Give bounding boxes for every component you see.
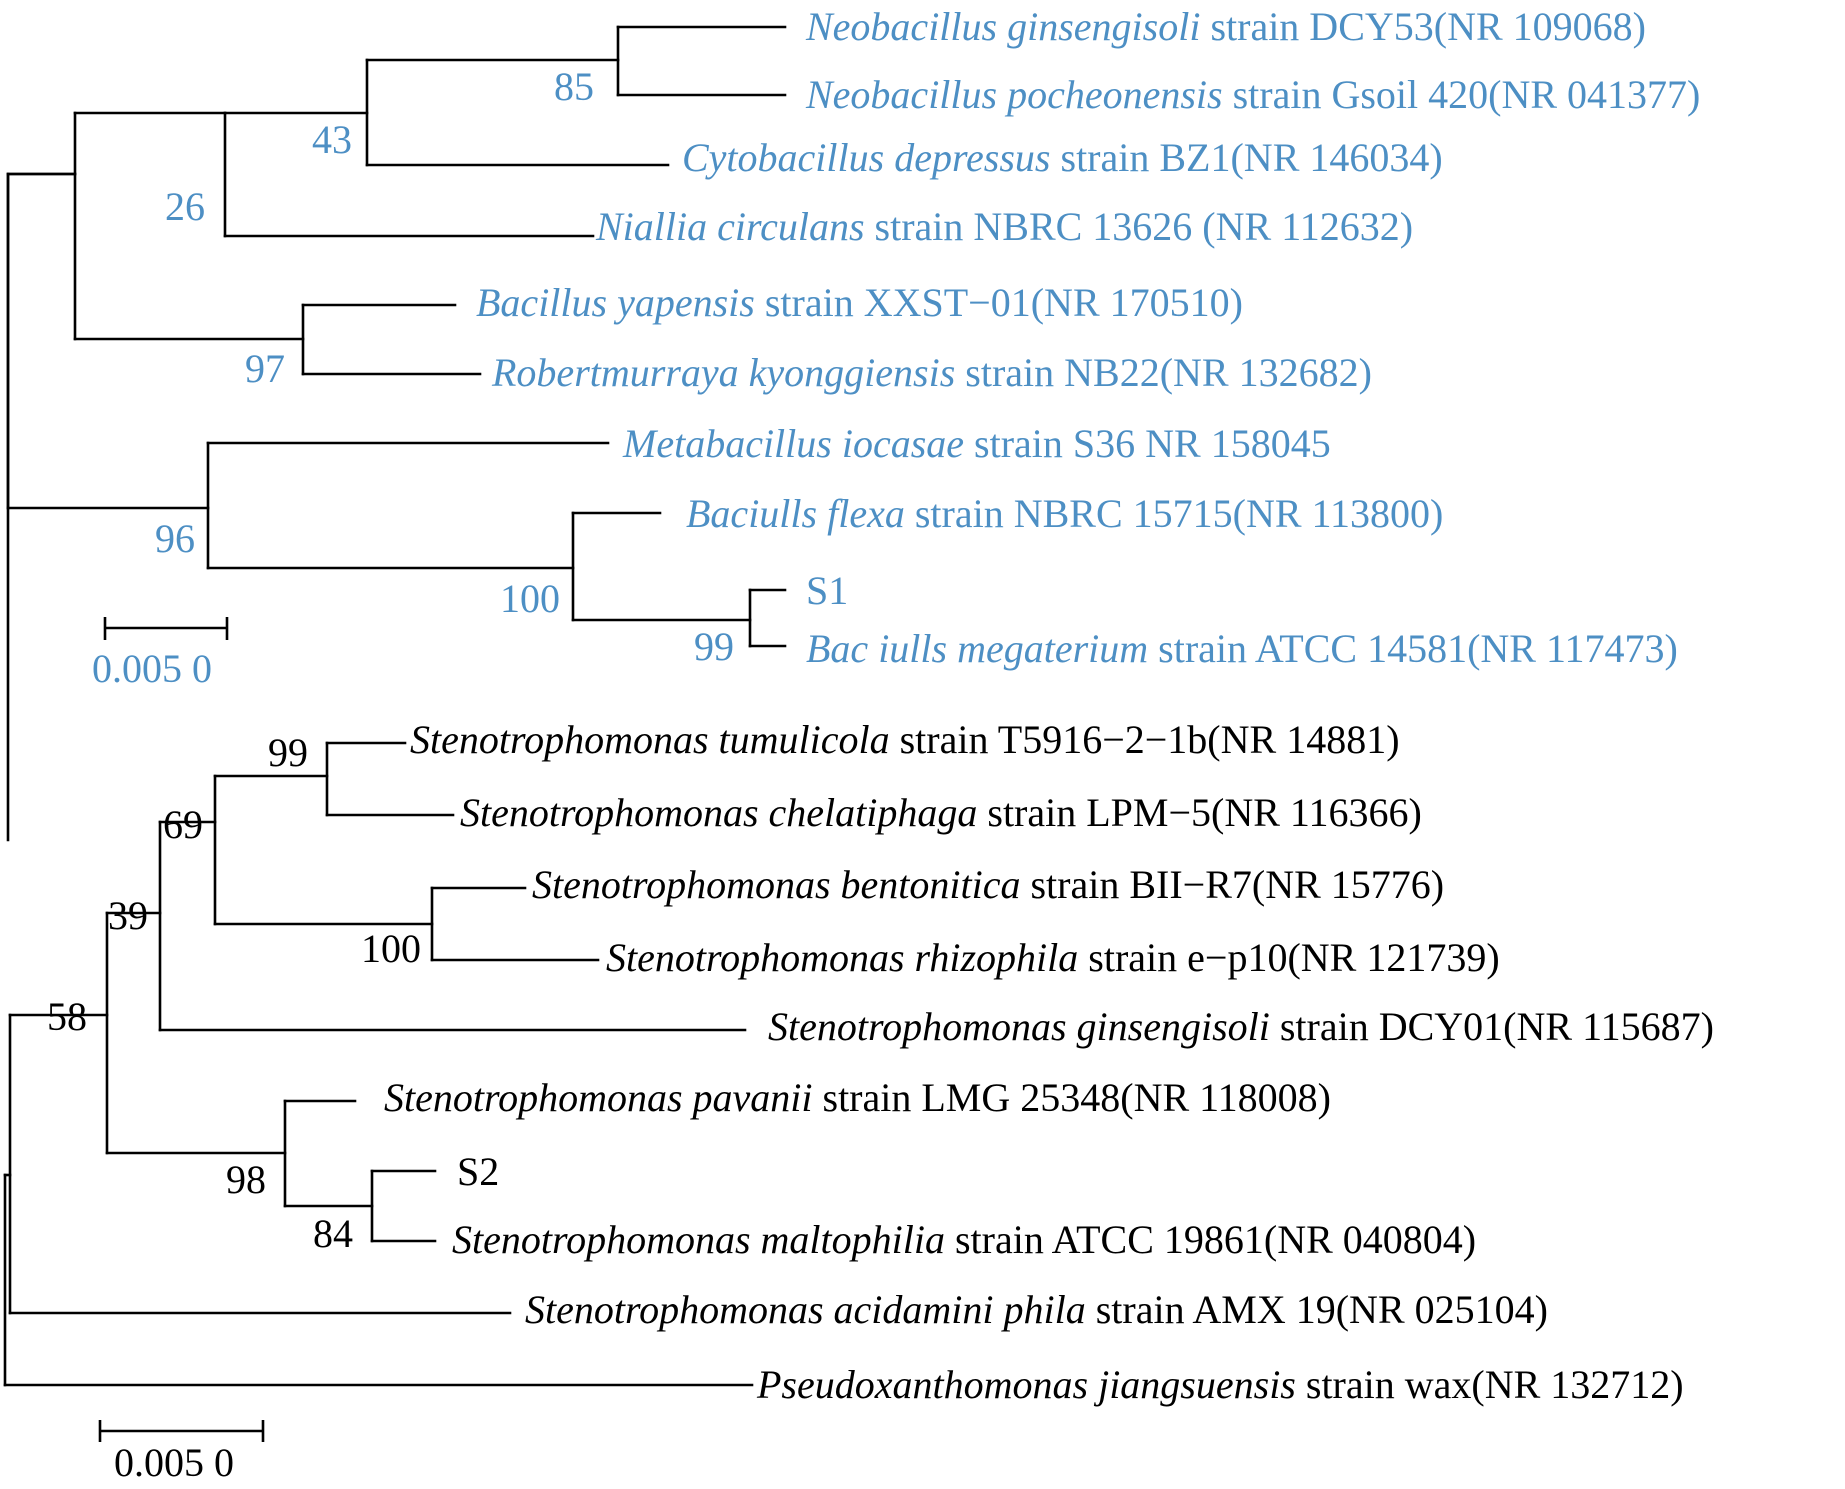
bootstrap-value: 100	[361, 926, 421, 971]
taxon-label: Bac iulls megaterium strain ATCC 14581(N…	[806, 626, 1678, 671]
taxon-label: Stenotrophomonas maltophilia strain ATCC…	[452, 1217, 1476, 1262]
taxon-label: S1	[806, 568, 848, 613]
tree-bottom-stenotrophomonas: Stenotrophomonas tumulicola strain T5916…	[3, 717, 1714, 1485]
tree-bottom-scale-bar: 0.005 0	[98, 1420, 265, 1485]
bootstrap-value: 39	[108, 893, 148, 938]
taxon-label: Stenotrophomonas rhizophila strain e−p10…	[606, 935, 1500, 980]
bootstrap-value: 58	[47, 994, 87, 1039]
bootstrap-value: 43	[312, 117, 352, 162]
taxon-label: Bacillus yapensis strain XXST−01(NR 1705…	[476, 280, 1243, 325]
taxon-label: S2	[457, 1149, 499, 1194]
scale-bar-line	[98, 1420, 265, 1442]
bootstrap-value: 69	[163, 802, 203, 847]
bootstrap-value: 97	[245, 346, 285, 391]
bootstrap-value: 99	[694, 624, 734, 669]
tree-top-bootstrap-values: 85 43 26 97 96 100 99	[155, 64, 734, 669]
tree-bottom-branches	[3, 741, 754, 1387]
bootstrap-value: 96	[155, 516, 195, 561]
taxon-label: Baciulls flexa strain NBRC 15715(NR 1138…	[686, 491, 1443, 536]
tree-bottom-bootstrap-values: 99 69 100 39 58 98 84	[47, 730, 421, 1256]
taxon-label: Neobacillus pocheonensis strain Gsoil 42…	[805, 72, 1700, 117]
taxon-label: Metabacillus iocasae strain S36 NR 15804…	[622, 421, 1331, 466]
tree-top-bacillus: Neobacillus ginsengisoli strain DCY53(NR…	[6, 4, 1700, 842]
taxon-label: Neobacillus ginsengisoli strain DCY53(NR…	[805, 4, 1646, 49]
taxon-label: Stenotrophomonas bentonitica strain BII−…	[532, 862, 1444, 907]
scale-bar-label: 0.005 0	[114, 1440, 234, 1485]
bootstrap-value: 26	[165, 184, 205, 229]
taxon-label: Robertmurraya kyonggiensis strain NB22(N…	[491, 350, 1372, 395]
taxon-label: Stenotrophomonas pavanii strain LMG 2534…	[384, 1075, 1331, 1120]
taxon-label: Niallia circulans strain NBRC 13626 (NR …	[595, 204, 1413, 249]
taxon-label: Cytobacillus depressus strain BZ1(NR 146…	[682, 135, 1443, 180]
bootstrap-value: 85	[554, 64, 594, 109]
taxon-label: Stenotrophomonas ginsengisoli strain DCY…	[768, 1004, 1714, 1049]
bootstrap-value: 84	[313, 1211, 353, 1256]
tree-bottom-taxa: Stenotrophomonas tumulicola strain T5916…	[384, 717, 1714, 1407]
scale-bar-label: 0.005 0	[92, 646, 212, 691]
tree-top-taxa: Neobacillus ginsengisoli strain DCY53(NR…	[476, 4, 1700, 671]
bootstrap-value: 98	[226, 1157, 266, 1202]
bootstrap-value: 100	[500, 576, 560, 621]
taxon-label: Stenotrophomonas tumulicola strain T5916…	[410, 717, 1400, 762]
taxon-label: Stenotrophomonas acidamini phila strain …	[525, 1287, 1548, 1332]
tree-top-branches	[6, 25, 787, 842]
bootstrap-value: 99	[268, 730, 308, 775]
taxon-label: Pseudoxanthomonas jiangsuensis strain wa…	[756, 1362, 1684, 1407]
taxon-label: Stenotrophomonas chelatiphaga strain LPM…	[460, 790, 1422, 835]
tree-top-scale-bar: 0.005 0	[92, 617, 229, 691]
scale-bar-line	[103, 617, 229, 640]
